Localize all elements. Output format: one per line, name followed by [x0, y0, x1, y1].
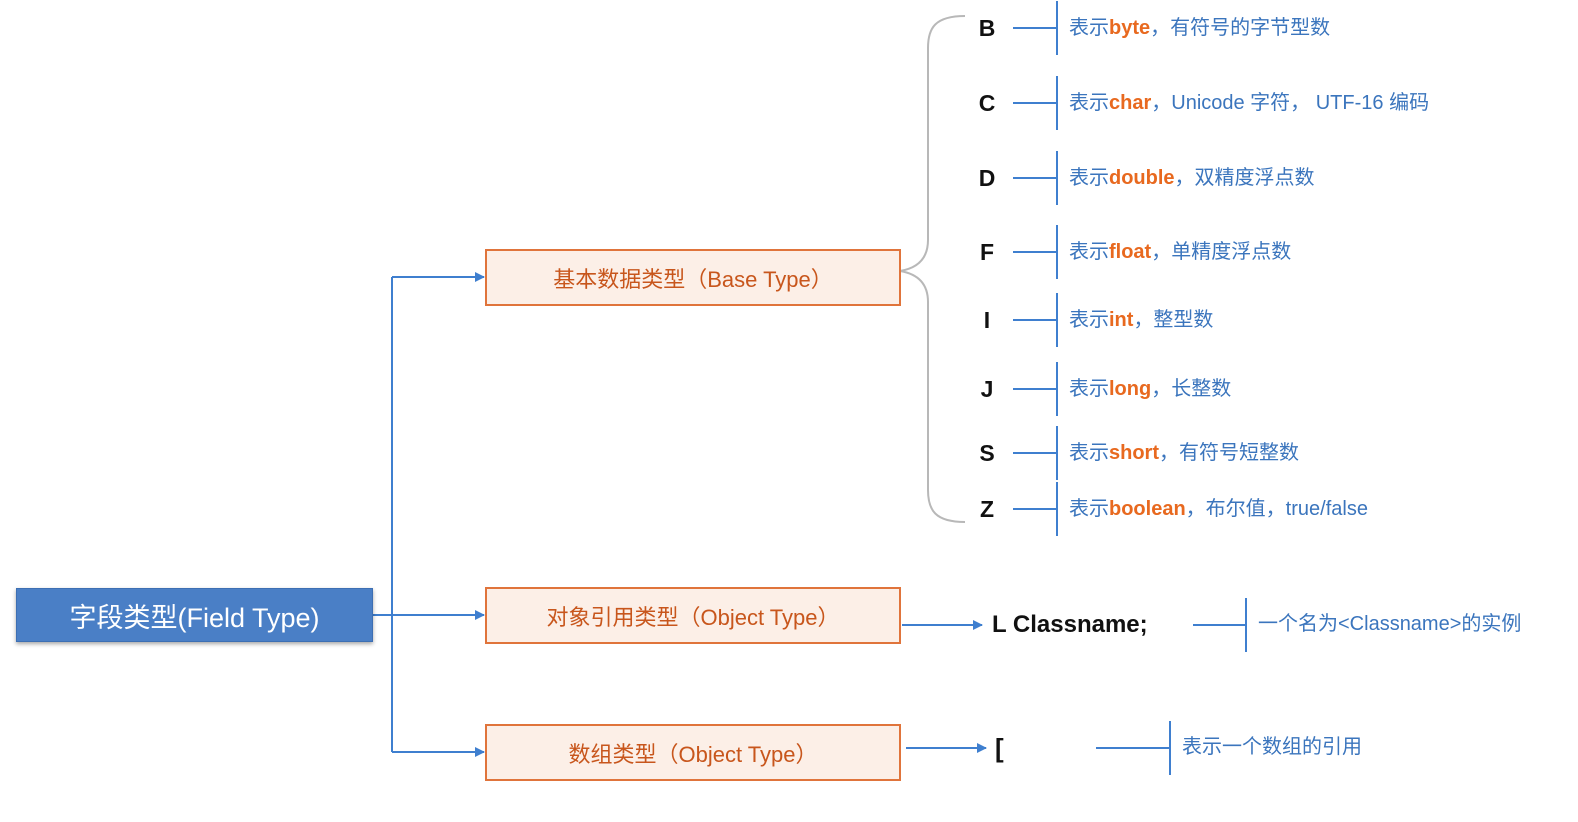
base-type-desc-prefix: 表示: [1069, 17, 1109, 39]
base-type-keyword: double: [1109, 167, 1175, 189]
base-type-code: S: [979, 440, 995, 466]
base-type-code: C: [978, 90, 996, 116]
base-type-desc-rest: ，长整数: [1151, 378, 1232, 400]
base-type-keyword: char: [1109, 92, 1152, 114]
base-type-connectors: [1013, 1, 1058, 536]
base-type-desc-prefix: 表示: [1069, 498, 1109, 520]
base-type-desc-prefix: 表示: [1069, 378, 1109, 400]
base-type-description: 表示boolean，布尔值，true/false: [1069, 495, 1368, 523]
category-array-type: 数组类型（Object Type）: [485, 724, 901, 781]
array-type-code: [: [995, 733, 1004, 763]
base-type-description: 表示char，Unicode 字符， UTF-16 编码: [1069, 89, 1429, 117]
base-type-keyword: float: [1109, 241, 1152, 263]
base-type-description: 表示double，双精度浮点数: [1069, 164, 1315, 192]
base-type-keyword: short: [1109, 442, 1159, 464]
base-type-description: 表示float，单精度浮点数: [1069, 238, 1291, 266]
object-type-description: 一个名为<Classname>的实例: [1258, 613, 1522, 635]
base-type-description: 表示int，整型数: [1069, 306, 1213, 334]
root-node-label: 字段类型(Field Type): [69, 602, 320, 633]
base-type-brace: [899, 15, 966, 523]
base-type-desc-rest: ，单精度浮点数: [1151, 241, 1292, 263]
base-type-desc-rest: ，双精度浮点数: [1174, 167, 1315, 189]
base-type-code: F: [979, 239, 995, 265]
object-type-code: L Classname;: [992, 611, 1148, 638]
base-type-desc-rest: ，Unicode 字符， UTF-16 编码: [1151, 92, 1430, 114]
category-base-type: 基本数据类型（Base Type）: [485, 249, 901, 306]
category-base-type-label: 基本数据类型（Base Type）: [553, 266, 833, 292]
base-type-description: 表示short，有符号短整数: [1069, 439, 1299, 467]
base-type-desc-prefix: 表示: [1069, 92, 1109, 114]
base-type-description: 表示long，长整数: [1069, 375, 1231, 403]
base-type-desc-prefix: 表示: [1069, 167, 1109, 189]
root-node-field-type: 字段类型(Field Type): [16, 588, 373, 642]
base-type-keyword: byte: [1109, 17, 1151, 39]
category-object-type-label: 对象引用类型（Object Type）: [546, 604, 840, 630]
base-type-code: D: [978, 165, 996, 191]
base-type-keyword: int: [1109, 309, 1134, 331]
base-type-desc-rest: ，整型数: [1133, 309, 1214, 331]
base-type-desc-rest: ，布尔值，true/false: [1185, 498, 1368, 520]
base-type-code: J: [980, 376, 994, 402]
base-type-code: B: [978, 15, 996, 41]
base-type-desc-prefix: 表示: [1069, 309, 1109, 331]
base-type-desc-prefix: 表示: [1069, 442, 1109, 464]
base-type-code: I: [983, 307, 991, 333]
base-type-desc-rest: ，有符号的字节型数: [1150, 17, 1331, 39]
category-object-type: 对象引用类型（Object Type）: [485, 587, 901, 644]
base-type-keyword: boolean: [1109, 498, 1186, 520]
array-type-description: 表示一个数组的引用: [1182, 736, 1362, 758]
base-type-keyword: long: [1109, 378, 1152, 400]
base-type-code: Z: [979, 496, 995, 522]
category-array-type-label: 数组类型（Object Type）: [568, 741, 818, 767]
base-type-desc-rest: ，有符号短整数: [1159, 442, 1299, 464]
base-type-description: 表示byte，有符号的字节型数: [1069, 14, 1330, 42]
base-type-desc-prefix: 表示: [1069, 241, 1109, 263]
